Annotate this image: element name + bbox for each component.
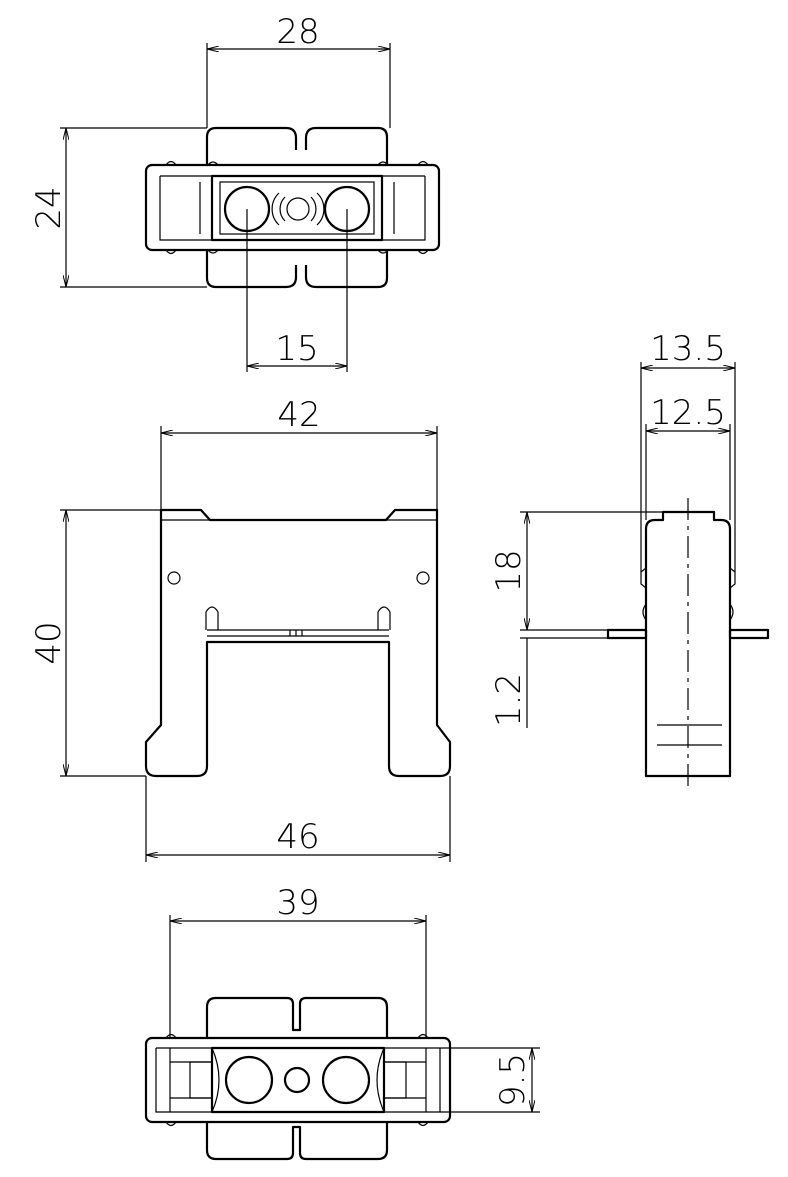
front-view (144, 508, 452, 778)
side-view (606, 498, 770, 790)
dim-front-height: 40 (29, 621, 69, 664)
dim-front-top-width: 42 (277, 395, 320, 435)
dim-side-plate-thickness: 1.2 (489, 673, 529, 727)
front-view-dimensions: 42 40 46 (29, 395, 451, 862)
dim-side-width-outer: 13.5 (650, 329, 726, 369)
dim-bottom-height: 9.5 (493, 1053, 533, 1107)
bottom-view-dimensions: 39 9.5 (169, 883, 540, 1113)
bottom-view (144, 996, 452, 1161)
dim-front-bottom-width: 46 (276, 817, 319, 857)
top-view (144, 126, 441, 289)
dim-top-width: 28 (276, 12, 319, 52)
dim-bottom-width: 39 (276, 883, 319, 923)
dim-top-height: 24 (29, 186, 69, 229)
dim-top-pin-pitch: 15 (275, 329, 318, 369)
dim-side-height-upper: 18 (489, 549, 529, 592)
top-view-dimensions: 28 24 15 (29, 12, 391, 372)
side-view-dimensions: 13.5 12.5 18 1.2 (489, 329, 736, 728)
dim-side-width-inner: 12.5 (650, 393, 726, 433)
